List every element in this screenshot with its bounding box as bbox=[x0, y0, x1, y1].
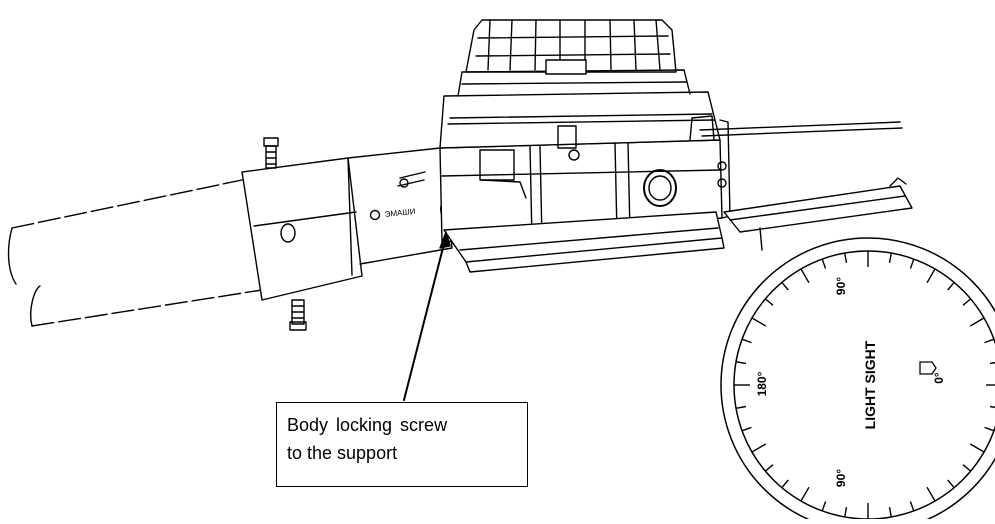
top-thumbscrew bbox=[263, 137, 279, 169]
dial-tick bbox=[735, 405, 747, 409]
light-sight-dial: LIGHT SIGHT 90° 0° 180° 90° bbox=[720, 237, 995, 524]
dial-tick bbox=[984, 338, 995, 344]
dial-tick bbox=[947, 281, 955, 291]
dial-ticks bbox=[734, 251, 995, 519]
dial-mark-90-bottom: 90° bbox=[834, 469, 848, 487]
dial-tick bbox=[989, 405, 995, 409]
dial-tick bbox=[821, 501, 827, 512]
dial-tick bbox=[888, 506, 892, 518]
dial-mark-0: 0° bbox=[932, 372, 946, 384]
dial-tick bbox=[821, 258, 827, 269]
dial-tick bbox=[984, 426, 995, 432]
dial-mark-180: 180° bbox=[755, 371, 769, 396]
dial-tick bbox=[962, 298, 972, 306]
dial-tick bbox=[844, 506, 848, 518]
base-plate bbox=[443, 211, 725, 273]
collar bbox=[241, 137, 363, 331]
dial-tick bbox=[909, 501, 915, 512]
dial-label: LIGHT SIGHT bbox=[862, 340, 878, 429]
dial-tick bbox=[781, 281, 789, 291]
dial-tick bbox=[764, 464, 774, 472]
dial-tick bbox=[969, 443, 985, 453]
dial-tick bbox=[781, 479, 789, 489]
pointer-icon bbox=[919, 361, 937, 375]
top-cap bbox=[457, 19, 691, 97]
dial-tick bbox=[741, 338, 752, 344]
callout-box: Body locking screw to the support bbox=[276, 402, 528, 487]
dial-tick bbox=[926, 268, 936, 284]
sight-arm bbox=[723, 177, 913, 251]
body-label: ЭМАШИ bbox=[384, 207, 416, 219]
callout-leader bbox=[403, 231, 451, 401]
dial-tick bbox=[735, 361, 747, 365]
dial-tick bbox=[764, 298, 774, 306]
dial-tick bbox=[947, 479, 955, 489]
dial-tick bbox=[741, 426, 752, 432]
dial-tick bbox=[989, 361, 995, 365]
dial-tick bbox=[926, 486, 936, 502]
dial-tick bbox=[962, 464, 972, 472]
dial-tick bbox=[909, 258, 915, 269]
dial-tick bbox=[969, 317, 985, 327]
dial-tick bbox=[751, 443, 767, 453]
dial-mark-90-top: 90° bbox=[834, 277, 848, 295]
dial-tick bbox=[751, 317, 767, 327]
dial-tick bbox=[844, 252, 848, 264]
bottom-thumbscrew bbox=[289, 299, 307, 331]
tube bbox=[7, 179, 263, 327]
dial-tick bbox=[800, 268, 810, 284]
callout-line-1: Body locking screw bbox=[287, 415, 448, 435]
callout-line-2: to the support bbox=[287, 443, 398, 463]
dial-tick bbox=[800, 486, 810, 502]
dial-tick bbox=[888, 252, 892, 264]
